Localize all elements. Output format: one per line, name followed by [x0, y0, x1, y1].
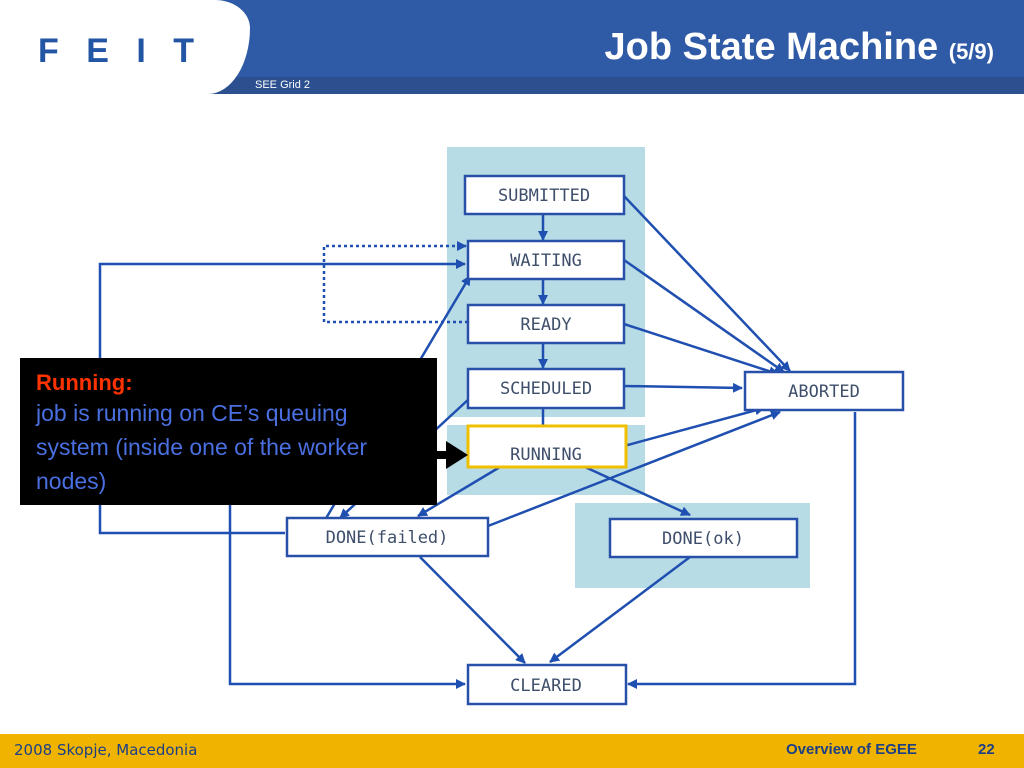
arrow-aborted-cleared — [627, 412, 857, 689]
state-label-running: RUNNING — [510, 445, 582, 465]
arrow-waiting-aborted — [623, 258, 785, 374]
header-strip — [0, 77, 1024, 94]
state-ready: READY — [466, 303, 626, 345]
state-label-aborted: ABORTED — [788, 382, 860, 402]
slide-title-main: Job State Machine — [604, 26, 939, 68]
callout-box: Running: job is running on CE’s queuing … — [20, 358, 437, 505]
state-label-done-failed: DONE(failed) — [326, 528, 449, 548]
arrow-running-donefailed — [417, 465, 501, 518]
footer-page-number: 22 — [978, 741, 995, 758]
state-waiting: WAITING — [466, 239, 626, 281]
callout-text: job is running on CE’s queuing system (i… — [36, 400, 368, 494]
footer-bar — [0, 734, 1024, 768]
logo: F E I T — [38, 32, 203, 70]
arrow-doneok-cleared — [549, 556, 691, 663]
slide-title: Job State Machine (5/9) — [605, 26, 994, 69]
arrow-running-doneok — [584, 465, 691, 517]
arrow-running-aborted — [623, 405, 765, 448]
arrow-scheduled-aborted — [623, 382, 743, 393]
state-label-done-ok: DONE(ok) — [662, 529, 744, 549]
state-label-ready: READY — [520, 315, 571, 335]
callout-title: Running: — [36, 370, 133, 395]
state-label-waiting: WAITING — [510, 251, 582, 271]
state-cleared: CLEARED — [466, 663, 628, 706]
state-done-ok: DONE(ok) — [608, 517, 799, 559]
arrow-ready-aborted — [623, 322, 779, 376]
slide-subtitle: SEE Grid 2 — [255, 79, 311, 91]
arrow-left-loop-cleared — [228, 505, 466, 689]
slide-title-suffix: (5/9) — [948, 39, 994, 64]
state-label-scheduled: SCHEDULED — [500, 379, 592, 399]
state-done-failed: DONE(failed) — [285, 516, 490, 558]
arrow-donefailed-cleared — [419, 556, 526, 664]
footer-section: Overview of EGEE — [786, 741, 917, 758]
logo-tab — [0, 0, 250, 94]
state-label-submitted: SUBMITTED — [498, 186, 590, 206]
state-scheduled: SCHEDULED — [466, 367, 626, 410]
callout-pointer-arrowhead — [446, 441, 468, 469]
state-label-cleared: CLEARED — [510, 676, 582, 696]
state-running: RUNNING — [466, 424, 628, 469]
arrow-ready-waiting-dotted — [322, 241, 468, 324]
arrow-donefailed-aborted — [487, 410, 781, 528]
state-submitted: SUBMITTED — [463, 174, 626, 216]
footer-location: 2008 Skopje, Macedonia — [14, 741, 198, 759]
state-aborted: ABORTED — [743, 370, 905, 412]
arrow-submitted-aborted — [623, 195, 791, 372]
